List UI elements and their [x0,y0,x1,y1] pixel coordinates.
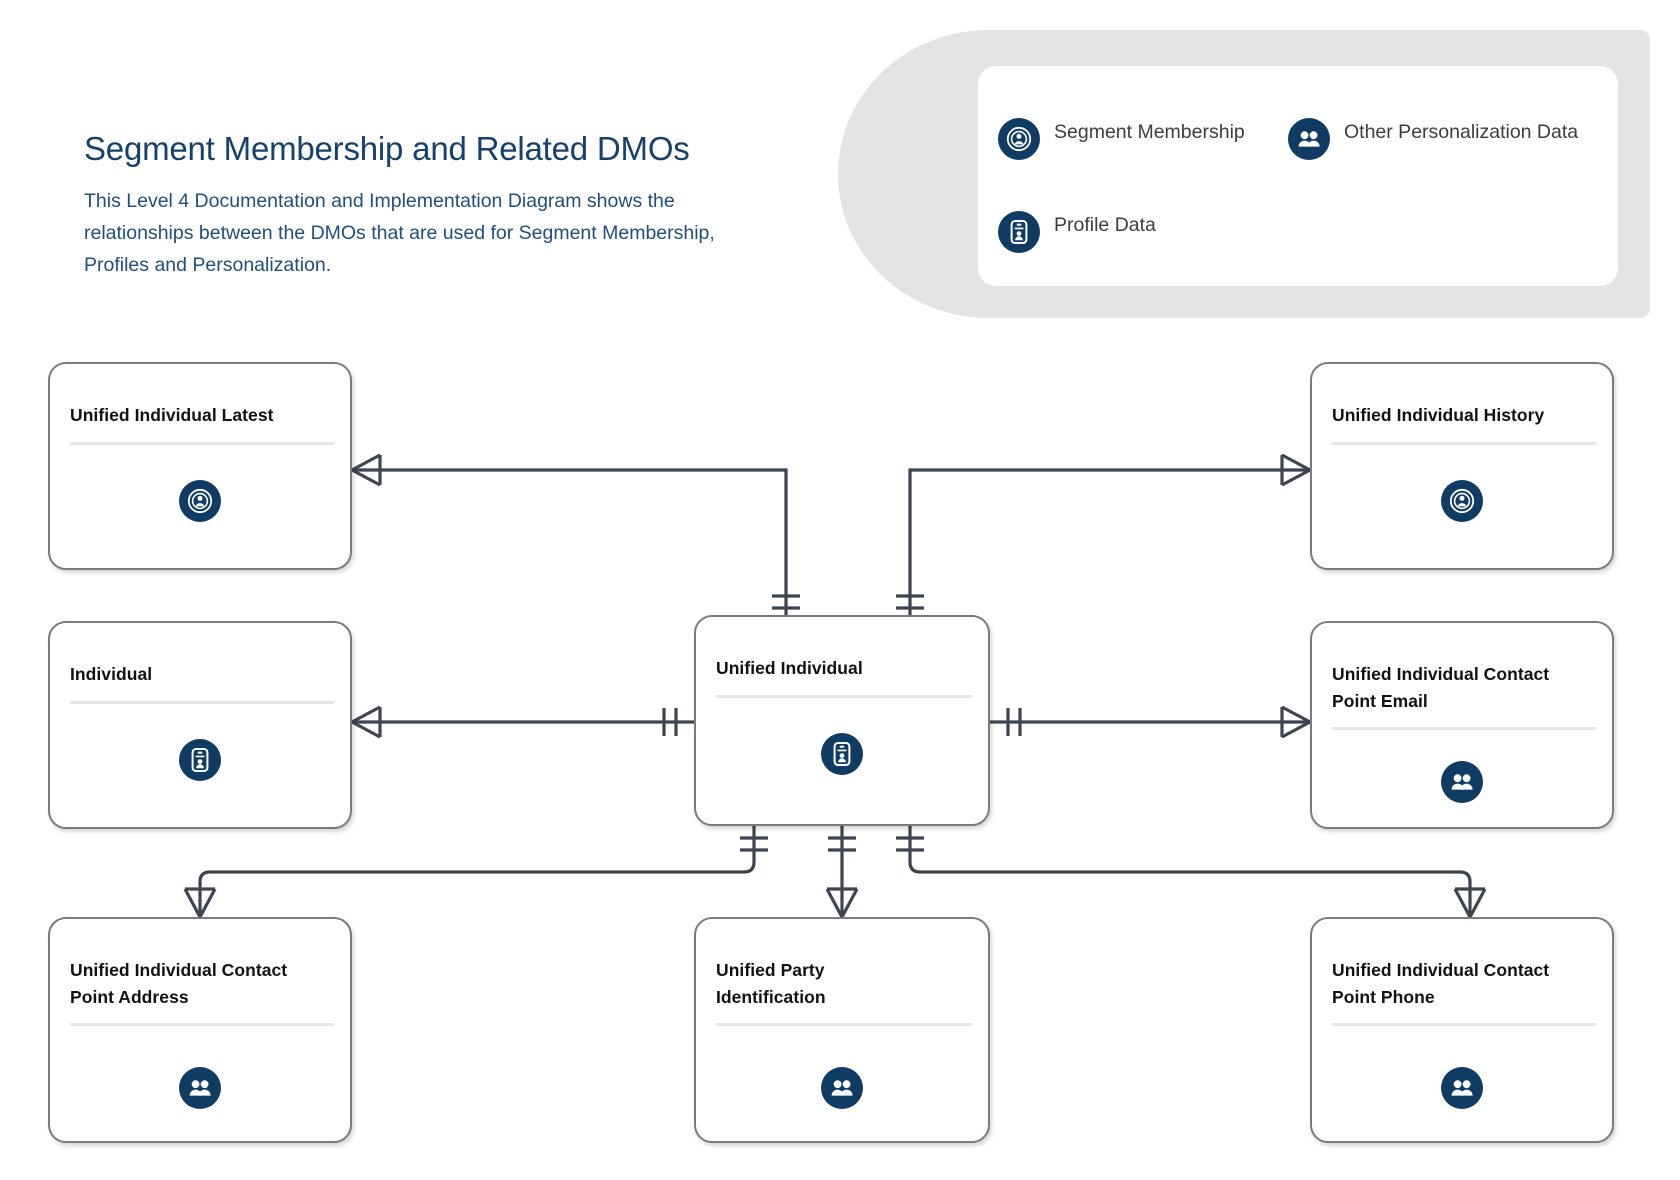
crowfoot-contact-point-email [1280,705,1311,739]
one-tick-ui-right [1006,708,1022,736]
one-tick-ui-bottom-3 [896,836,924,852]
entity-title: Unified Individual [716,658,863,678]
group-people-icon [1441,1067,1483,1109]
crowfoot-unified-party-identification [825,887,859,918]
entity-divider [1332,727,1596,730]
crowfoot-contact-point-address [183,887,217,918]
entity-unified-party-identification[interactable]: Unified Party Identification [694,917,990,1143]
entity-divider [70,442,334,445]
id-card-person-icon [821,733,863,775]
one-tick-ui-top-right [896,594,924,610]
crowfoot-individual [351,705,382,739]
entity-title: Unified Individual Latest [70,405,274,425]
entity-divider [70,701,334,704]
entity-divider [716,1023,972,1026]
group-people-icon [1441,761,1483,803]
entity-divider [70,1023,334,1026]
entity-unified-individual-contact-point-phone[interactable]: Unified Individual Contact Point Phone [1310,917,1614,1143]
legend-item-label: Other Personalization Data [1344,121,1579,143]
entity-unified-individual-contact-point-address[interactable]: Unified Individual Contact Point Address [48,917,352,1143]
legend-item-profile-data: Profile Data [998,211,1298,253]
one-tick-ui-bottom-2 [828,836,856,852]
title-block: Segment Membership and Related DMOs This… [84,128,764,282]
entity-title: Unified Individual Contact Point Email [1332,664,1550,711]
page-description: This Level 4 Documentation and Implement… [84,190,715,276]
entity-unified-individual-history[interactable]: Unified Individual History [1310,362,1614,570]
entity-title: Unified Individual Contact Point Phone [1332,960,1550,1007]
one-tick-ui-top-left [772,594,800,610]
crowfoot-unified-individual-history [1280,453,1311,487]
id-card-person-icon [179,739,221,781]
segment-membership-icon [998,118,1040,160]
crowfoot-contact-point-phone [1453,887,1487,918]
segment-membership-icon [1441,480,1483,522]
legend-item-label: Segment Membership [1054,121,1245,143]
entity-title: Unified Party Identification [716,960,826,1007]
entity-unified-individual-contact-point-email[interactable]: Unified Individual Contact Point Email [1310,621,1614,829]
entity-title: Individual [70,664,153,684]
entity-unified-individual[interactable]: Unified Individual [694,615,990,826]
group-people-icon [179,1067,221,1109]
entity-divider [716,695,972,698]
one-tick-ui-bottom-1 [740,836,768,852]
page-title: Segment Membership and Related DMOs [84,130,690,167]
crowfoot-unified-individual-latest [351,453,382,487]
entity-divider [1332,442,1596,445]
group-people-icon [1288,118,1330,160]
entity-title: Unified Individual Contact Point Address [70,960,288,1007]
entity-title: Unified Individual History [1332,405,1545,425]
legend-item-other-personalization-data: Other Personalization Data [1288,118,1598,160]
legend-item-segment-membership: Segment Membership [998,118,1298,160]
entity-unified-individual-latest[interactable]: Unified Individual Latest [48,362,352,570]
legend-item-label: Profile Data [1054,214,1156,236]
id-card-person-icon [998,211,1040,253]
legend-card: Segment Membership Other Personalization… [978,66,1618,286]
segment-membership-icon [179,480,221,522]
entity-divider [1332,1023,1596,1026]
group-people-icon [821,1067,863,1109]
entity-individual[interactable]: Individual [48,621,352,829]
one-tick-ui-left [662,708,678,736]
